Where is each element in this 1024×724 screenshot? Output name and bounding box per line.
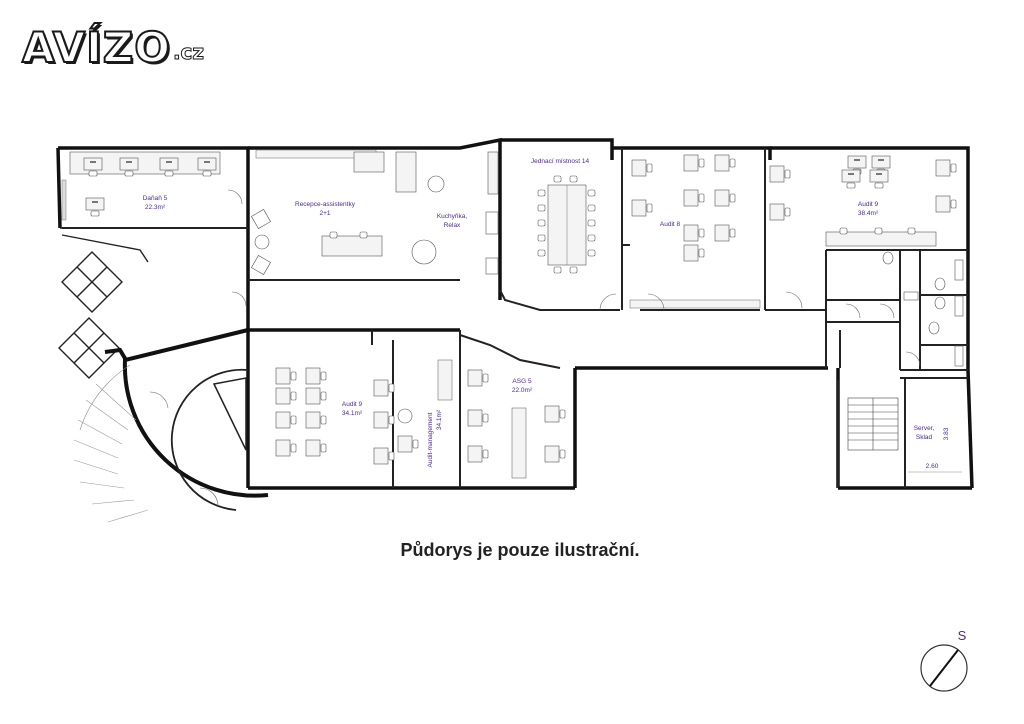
room-jednaci-furniture <box>537 175 596 274</box>
label-audit9b-area: 34.1m² <box>342 410 363 417</box>
dimension-height: 3.83 <box>943 427 950 440</box>
label-server-name: Server, <box>914 425 935 432</box>
elevator-shafts <box>58 227 248 379</box>
dimension-width: 2.60 <box>926 463 939 470</box>
room-audit9a-furniture <box>769 155 957 247</box>
label-kuchynka-name: Kuchyňka, <box>437 213 468 220</box>
logo-tld: .cz <box>172 40 205 65</box>
disclaimer-text: Půdorys je pouze ilustrační. <box>400 540 640 560</box>
label-auditmgmt-name: Audit-management <box>427 412 434 467</box>
room-kuchynka-furniture <box>395 151 499 275</box>
label-auditmgmt-area: 34.1m² <box>436 409 443 430</box>
logo-text: AVÍZO <box>21 23 171 73</box>
doors <box>149 189 921 507</box>
label-audit9a-name: Audit 9 <box>858 201 879 208</box>
room-danan5-furniture <box>61 151 221 221</box>
label-asg5-area: 22.0m² <box>512 387 533 394</box>
label-danan5-area: 22.3m² <box>145 204 166 211</box>
label-recepce-detail: 2+1 <box>319 210 330 217</box>
room-audit8-furniture <box>629 154 761 309</box>
label-danan5-name: Daňaň 5 <box>143 195 168 202</box>
room-asg5-furniture <box>467 369 566 479</box>
inner-walls <box>62 148 968 488</box>
compass: S <box>920 628 968 692</box>
room-recepce-furniture <box>251 149 385 275</box>
room-audit9b-furniture <box>275 367 395 465</box>
label-recepce-name: Recepce-assistentky <box>295 201 356 208</box>
label-audit9a-area: 38.4m² <box>858 210 879 217</box>
compass-label: S <box>958 628 967 643</box>
stairs-right <box>847 397 899 451</box>
label-asg5-name: ASG 5 <box>512 378 532 385</box>
label-audit8-name: Audit 8 <box>660 221 681 228</box>
room-auditmgmt-furniture <box>397 359 453 453</box>
avizo-logo: AVÍZO .cz <box>21 12 242 73</box>
label-server-detail: Sklad <box>916 434 933 441</box>
label-jednaci-name: Jednací místnost 14 <box>531 158 590 165</box>
label-kuchynka-detail: Relax <box>444 222 461 229</box>
wc-block <box>882 251 964 367</box>
spiral-staircase <box>73 328 269 523</box>
label-audit9b-name: Audit 9 <box>342 401 363 408</box>
